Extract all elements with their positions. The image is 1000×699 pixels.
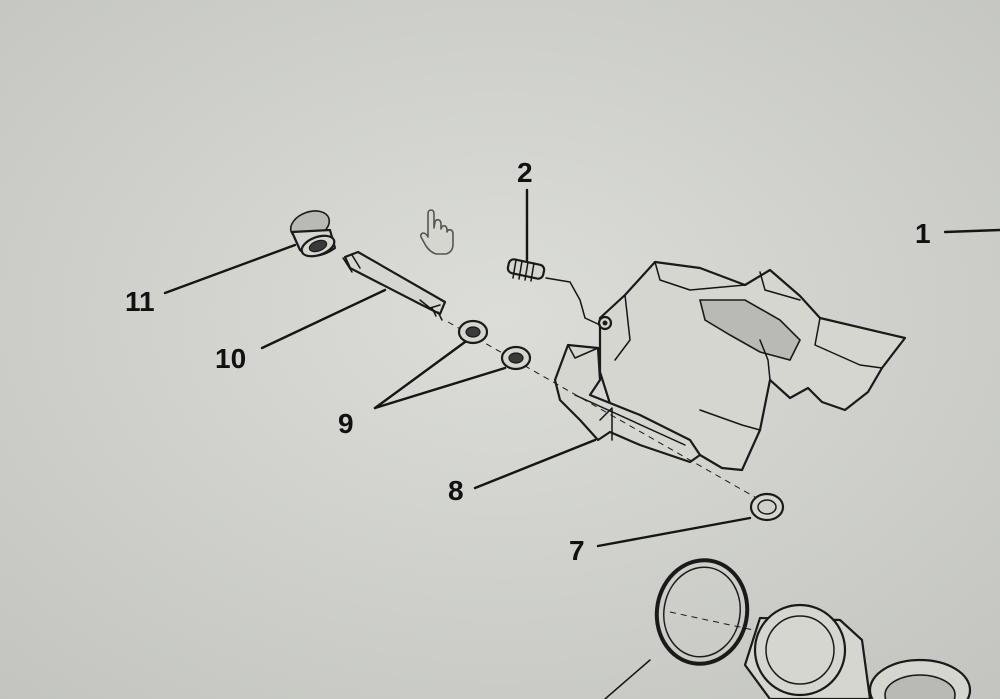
leader-lines [163, 188, 1000, 548]
piston-boot [868, 658, 972, 699]
piston-seal [654, 558, 750, 666]
callout-2: 2 [517, 157, 533, 188]
bleed-screw [506, 258, 601, 326]
dust-boot [289, 210, 337, 258]
callout-10: 10 [215, 343, 246, 374]
callouts: 1 2 7 8 9 10 11 [125, 157, 931, 566]
callout-1: 1 [915, 218, 931, 249]
bushing-upper [457, 319, 489, 345]
callout-11: 11 [125, 286, 155, 317]
hand-pointer-icon [419, 209, 454, 255]
caliper-body [597, 260, 907, 472]
guide-pin [342, 250, 447, 321]
bushing-lower [500, 345, 532, 371]
callout-8: 8 [448, 475, 464, 506]
retaining-ring [749, 492, 785, 522]
piston [604, 603, 872, 699]
caliper-bracket [553, 343, 702, 464]
callout-7: 7 [569, 535, 585, 566]
callout-9: 9 [338, 408, 354, 439]
